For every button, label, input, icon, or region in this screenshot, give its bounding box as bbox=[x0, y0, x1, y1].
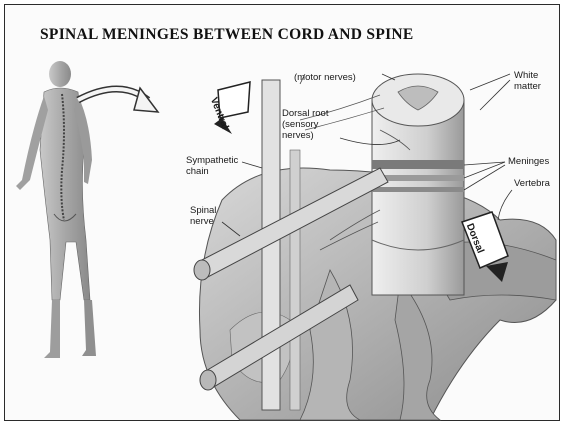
label-white-matter: White matter bbox=[514, 70, 541, 92]
label-motor-nerves: (motor nerves) bbox=[294, 72, 356, 83]
human-figure bbox=[16, 61, 96, 358]
label-vertebra: Vertebra bbox=[514, 178, 550, 189]
spinal-cord bbox=[372, 74, 464, 295]
label-dorsal-root: Dorsal root (sensory nerves) bbox=[282, 108, 328, 141]
label-spinal-nerve: Spinal nerve bbox=[190, 205, 216, 227]
label-sympathetic-chain: Sympathetic chain bbox=[186, 155, 238, 177]
label-meninges: Meninges bbox=[508, 156, 549, 167]
